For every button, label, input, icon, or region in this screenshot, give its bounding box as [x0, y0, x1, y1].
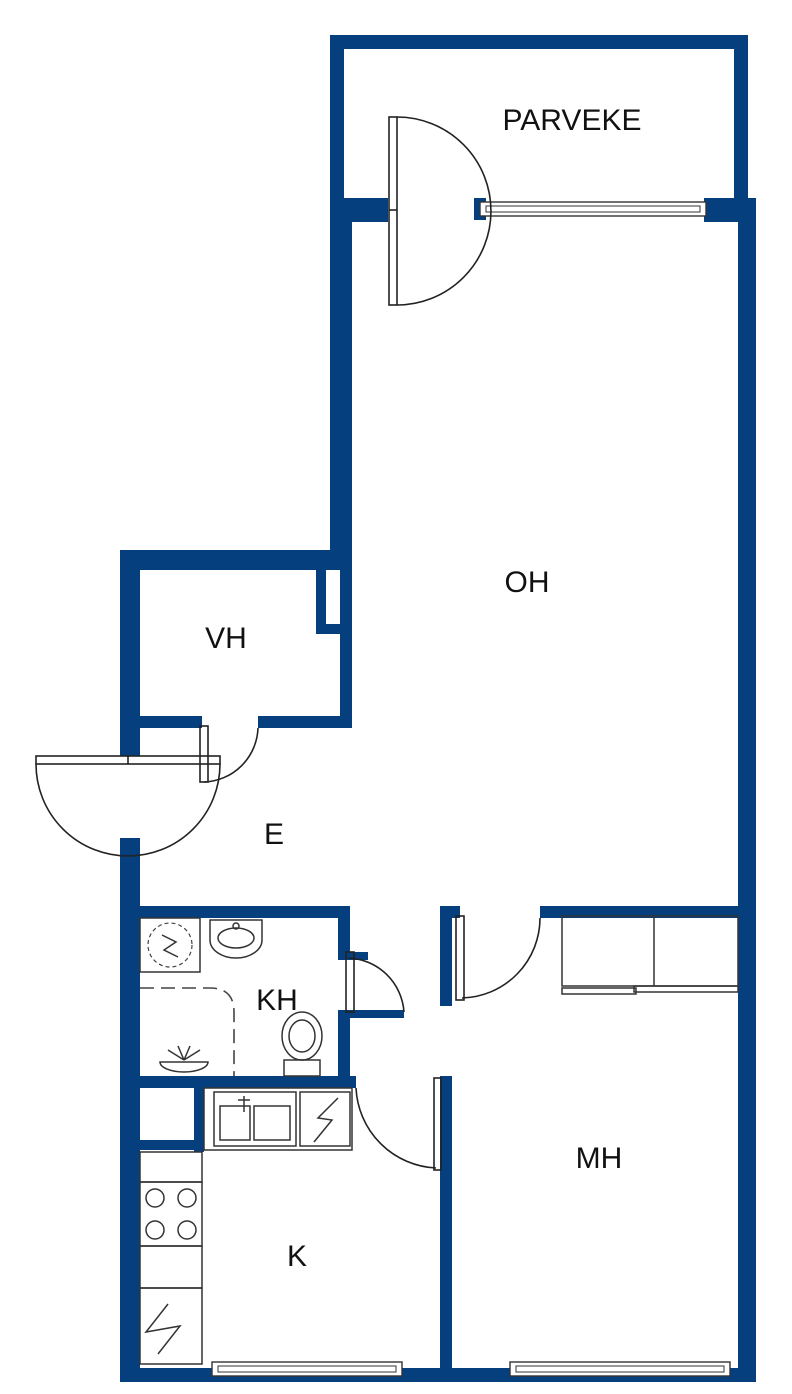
door-kh: [345, 951, 405, 1013]
stove-icon: [139, 1151, 203, 1247]
room-labels: PARVEKE OH VH E KH K MH: [205, 104, 641, 1273]
window-bedroom: [509, 1361, 731, 1377]
room-label-k: K: [287, 1240, 307, 1273]
room-label-e: E: [264, 818, 284, 851]
balcony-wall-left: [330, 35, 344, 220]
kh-wall-right-lower: [338, 1012, 350, 1088]
mh-wall-left-lower: [440, 1076, 452, 1378]
mh-wall-left-upper: [440, 906, 452, 1006]
outer-wall-left-upper: [120, 550, 140, 756]
kitchen-sink-icon: [213, 1091, 297, 1147]
doors: [35, 116, 541, 1171]
vh-niche-bottom: [316, 624, 352, 634]
wardrobe-icon: [561, 915, 739, 995]
room-label-kh: KH: [256, 984, 298, 1017]
toilet-icon: [281, 1011, 323, 1077]
walls: [120, 35, 756, 1382]
vh-niche-wall: [316, 570, 326, 634]
dishwasher-icon: [299, 1091, 351, 1147]
outer-wall-right: [738, 198, 756, 1378]
vh-wall-bottom-right: [258, 716, 352, 728]
kitchen-counter: [203, 1087, 353, 1151]
kh-stub-lower: [338, 1010, 404, 1018]
door-kitchen: [355, 1077, 442, 1171]
balcony-wall-right: [734, 35, 748, 200]
oven-icon: [139, 1245, 203, 1365]
shower-drain-icon: [139, 917, 201, 973]
fixtures: [139, 915, 739, 1365]
shower-area-outline: [140, 987, 235, 1076]
room-label-vh: VH: [205, 622, 247, 655]
window-kitchen: [211, 1361, 403, 1377]
kh-wall-bottom: [120, 1076, 356, 1088]
vh-wall-right: [340, 550, 352, 726]
door-balcony: [388, 116, 492, 306]
balcony-wall-top: [330, 35, 748, 49]
room-label-parveke: PARVEKE: [503, 104, 642, 137]
windows: [211, 201, 731, 1377]
vh-wall-top: [120, 550, 352, 570]
kh-stub-upper: [338, 952, 368, 960]
kh-wall-right-upper: [338, 906, 350, 958]
mh-wall-top-right: [540, 906, 756, 918]
vh-wall-bottom-left: [120, 716, 202, 728]
room-label-oh: OH: [505, 566, 550, 599]
door-bedroom: [455, 915, 541, 1001]
washbasin-icon: [209, 919, 263, 959]
door-entrance: [35, 755, 221, 857]
window-balcony: [479, 201, 707, 217]
room-label-mh: MH: [576, 1142, 623, 1175]
kh-wall-top: [120, 906, 350, 918]
shower-head-icon: [159, 1045, 209, 1073]
living-wall-left: [330, 198, 352, 568]
door-vh: [199, 725, 259, 783]
cabinet-wall-bottom: [120, 1140, 204, 1150]
cabinet-wall-right: [194, 1076, 204, 1152]
outer-wall-left-lower: [120, 838, 140, 1378]
